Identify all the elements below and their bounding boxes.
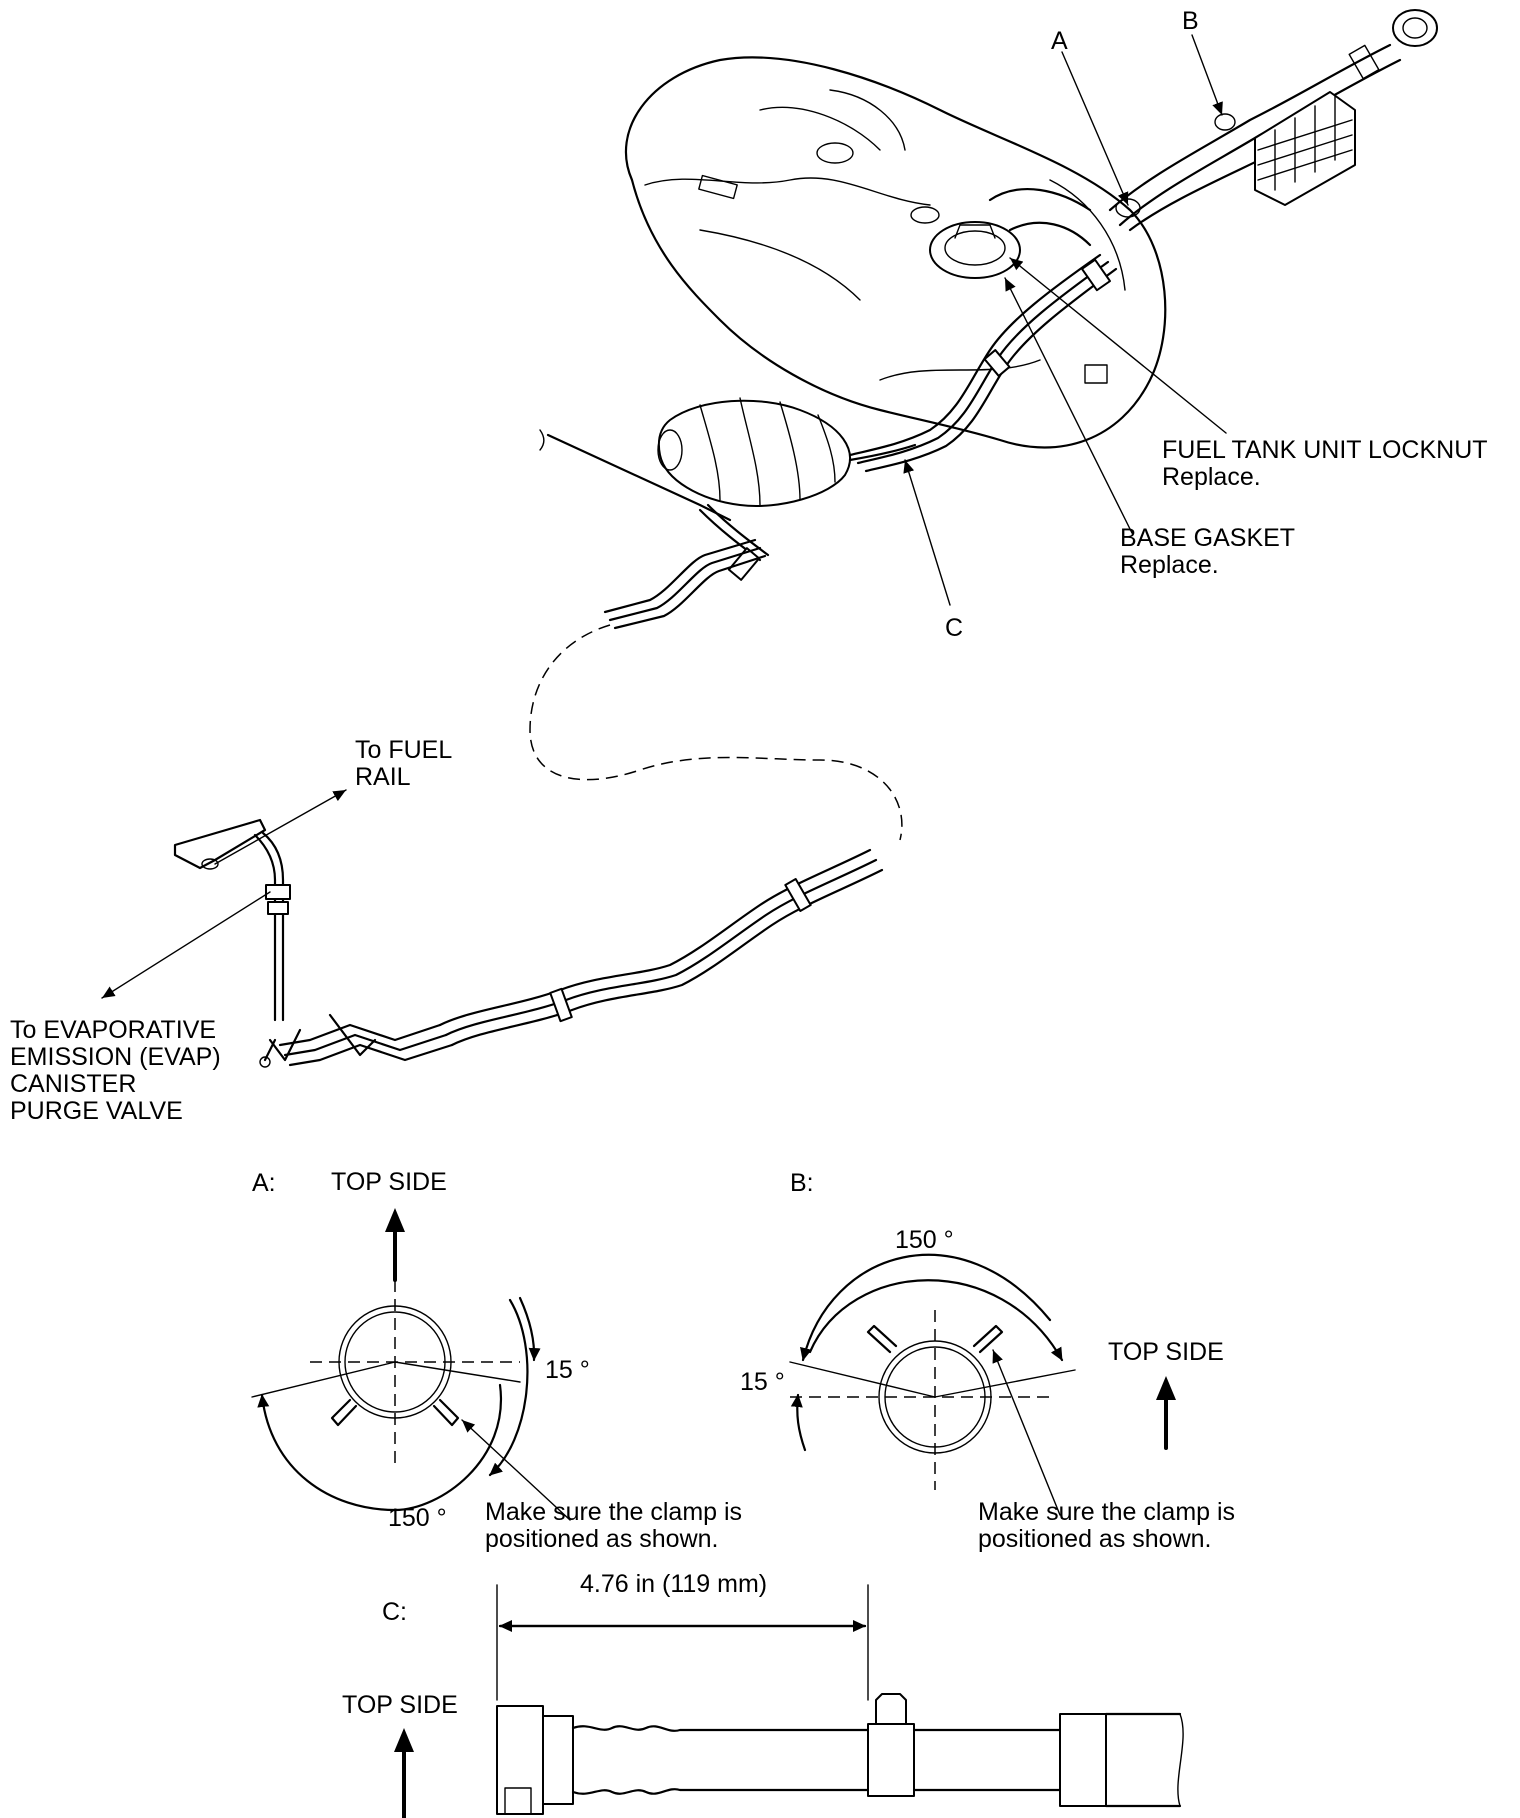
fuel-rail-feed — [173, 818, 291, 1022]
fuel-tank — [624, 56, 1167, 449]
fuel-lines-upper — [848, 188, 1118, 473]
line-continuation-dashed — [529, 624, 903, 841]
evap-canister — [657, 397, 917, 507]
detail-a-angle-small: 15 ° — [545, 1356, 590, 1384]
arrow-to-fuel-rail — [214, 789, 347, 865]
detail-a-label: A: — [252, 1169, 276, 1197]
detail-b-angle-large: 150 ° — [895, 1226, 954, 1254]
detail-a: A: TOP SIDE 15 ° 150 ° Make sure the cla… — [251, 1168, 742, 1553]
detail-c-label: C: — [382, 1598, 407, 1626]
callout-c: C — [945, 614, 963, 642]
evap-filter-box — [1254, 91, 1356, 206]
detail-a-angle-large: 150 ° — [388, 1504, 447, 1532]
lines-to-canister — [603, 503, 770, 630]
detail-a-top-side: TOP SIDE — [331, 1168, 447, 1196]
arrow-to-evap — [101, 891, 271, 999]
detail-c-dimension: 4.76 in (119 mm) — [580, 1570, 767, 1598]
detail-b-label: B: — [790, 1169, 814, 1197]
leader-a — [1061, 51, 1129, 206]
detail-c: C: 4.76 in (119 mm) TOP SIDE — [342, 1570, 1184, 1818]
detail-b-angle-small: 15 ° — [740, 1368, 785, 1396]
callout-b: B — [1182, 7, 1199, 35]
leader-locknut — [1009, 257, 1227, 434]
detail-b-top-side: TOP SIDE — [1108, 1338, 1224, 1366]
frame-rod — [539, 429, 732, 522]
detail-b: B: 150 ° TOP SIDE 15 ° Make sure the cla… — [740, 1169, 1235, 1553]
callout-a: A — [1051, 27, 1068, 55]
leader-c — [903, 459, 951, 606]
fuel-lines-lower — [259, 848, 884, 1068]
leader-gasket — [1004, 277, 1133, 534]
leader-b — [1191, 34, 1223, 116]
detail-c-top-side: TOP SIDE — [342, 1691, 458, 1719]
